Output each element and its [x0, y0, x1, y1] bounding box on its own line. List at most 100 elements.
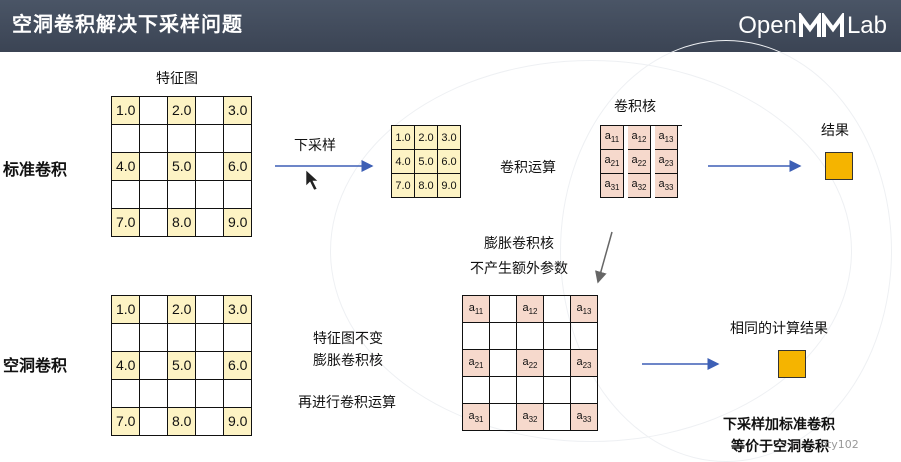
- cell-value: 7.0: [395, 179, 411, 192]
- feature-cell: 5.0: [168, 153, 196, 181]
- cell-value: 3.0: [228, 301, 248, 317]
- empty-cell: [140, 97, 168, 125]
- dilated-kernel-label: 膨胀卷积核: [484, 236, 554, 252]
- result-box-dilated: [778, 350, 806, 378]
- feature-unchanged-label: 特征图不变: [313, 331, 383, 347]
- mm-logo-icon: [798, 13, 844, 37]
- downsampled-cell: 5.0: [415, 150, 438, 174]
- empty-cell: [140, 125, 168, 153]
- mouse-cursor-icon: [305, 169, 319, 191]
- feature-cell: 7.0: [112, 408, 140, 436]
- dilated-kernel-cell: a11: [463, 296, 490, 323]
- cell-value: 8.0: [172, 413, 192, 429]
- cell-value: 4.0: [116, 357, 136, 373]
- empty-cell: [140, 209, 168, 237]
- cell-value: 9.0: [228, 214, 248, 230]
- background-arc: [330, 60, 852, 442]
- empty-cell: [490, 404, 517, 431]
- empty-cell: [517, 323, 544, 350]
- conclusion-line-1: 下采样加标准卷积: [723, 417, 835, 433]
- downsampled-cell: 1.0: [392, 126, 415, 150]
- cell-value: 3.0: [228, 102, 248, 118]
- downsampled-cell: 7.0: [392, 174, 415, 198]
- conv-op-label: 卷积运算: [500, 160, 556, 176]
- empty-cell: [140, 408, 168, 436]
- empty-cell: [168, 181, 196, 209]
- empty-cell: [463, 377, 490, 404]
- cell-value: 7.0: [116, 413, 136, 429]
- downsample-label: 下采样: [294, 138, 336, 154]
- empty-cell: [140, 324, 168, 352]
- logo-lab: Lab: [846, 12, 887, 39]
- empty-cell: [140, 296, 168, 324]
- dilated-kernel-cell: a23: [571, 350, 598, 377]
- cell-value: 9.0: [228, 413, 248, 429]
- cell-value: a22: [522, 355, 538, 371]
- feature-cell: 4.0: [112, 352, 140, 380]
- feature-cell: 3.0: [224, 97, 252, 125]
- cell-value: a12: [631, 130, 647, 145]
- cell-value: a23: [658, 154, 674, 169]
- empty-cell: [224, 324, 252, 352]
- empty-cell: [196, 97, 224, 125]
- kernel-cell: a23: [655, 150, 678, 174]
- empty-cell: [196, 296, 224, 324]
- cell-value: 1.0: [116, 301, 136, 317]
- empty-cell: [168, 324, 196, 352]
- cell-value: 2.0: [172, 301, 192, 317]
- cell-value: a33: [576, 409, 592, 425]
- cell-value: a31: [468, 409, 484, 425]
- cell-value: 3.0: [441, 131, 457, 144]
- watermark: nty102: [820, 438, 859, 451]
- empty-cell: [544, 350, 571, 377]
- feature-cell: 2.0: [168, 97, 196, 125]
- empty-cell: [140, 380, 168, 408]
- empty-cell: [571, 323, 598, 350]
- cell-value: 4.0: [395, 155, 411, 168]
- empty-cell: [112, 181, 140, 209]
- empty-cell: [224, 125, 252, 153]
- cell-value: a21: [604, 154, 620, 169]
- cell-value: 2.0: [172, 102, 192, 118]
- downsampled-cell: 4.0: [392, 150, 415, 174]
- logo-open: Open: [738, 12, 797, 39]
- dilated-kernel-cell: a21: [463, 350, 490, 377]
- kernel-cell: a11: [601, 126, 624, 150]
- cell-value: 7.0: [116, 214, 136, 230]
- cell-value: a31: [604, 178, 620, 193]
- dilated-kernel-cell: a31: [463, 404, 490, 431]
- empty-cell: [490, 323, 517, 350]
- result-box-standard: [825, 152, 853, 180]
- cell-value: 1.0: [116, 102, 136, 118]
- cell-value: 6.0: [228, 158, 248, 174]
- cell-value: a11: [468, 301, 484, 317]
- empty-cell: [224, 181, 252, 209]
- empty-cell: [196, 408, 224, 436]
- feature-cell: 9.0: [224, 209, 252, 237]
- cell-value: 6.0: [441, 155, 457, 168]
- kernel-cell: a22: [628, 150, 651, 174]
- feature-cell: 1.0: [112, 97, 140, 125]
- dilated-kernel-cell: a32: [517, 404, 544, 431]
- kernel-cell: a21: [601, 150, 624, 174]
- empty-cell: [140, 153, 168, 181]
- empty-cell: [490, 350, 517, 377]
- cell-value: 8.0: [172, 214, 192, 230]
- cell-value: a22: [631, 154, 647, 169]
- empty-cell: [544, 404, 571, 431]
- result-label: 结果: [821, 123, 849, 139]
- empty-cell: [544, 296, 571, 323]
- feature-cell: 7.0: [112, 209, 140, 237]
- empty-cell: [196, 181, 224, 209]
- empty-cell: [463, 323, 490, 350]
- cell-value: a23: [576, 355, 592, 371]
- dilated-kernel-cell: a12: [517, 296, 544, 323]
- header-bar: 空洞卷积解决下采样问题 Open Lab: [0, 0, 901, 52]
- kernel-cell: a12: [628, 126, 651, 150]
- cell-value: 4.0: [116, 158, 136, 174]
- cell-value: 2.0: [418, 131, 434, 144]
- kernel-cell: a32: [628, 174, 651, 198]
